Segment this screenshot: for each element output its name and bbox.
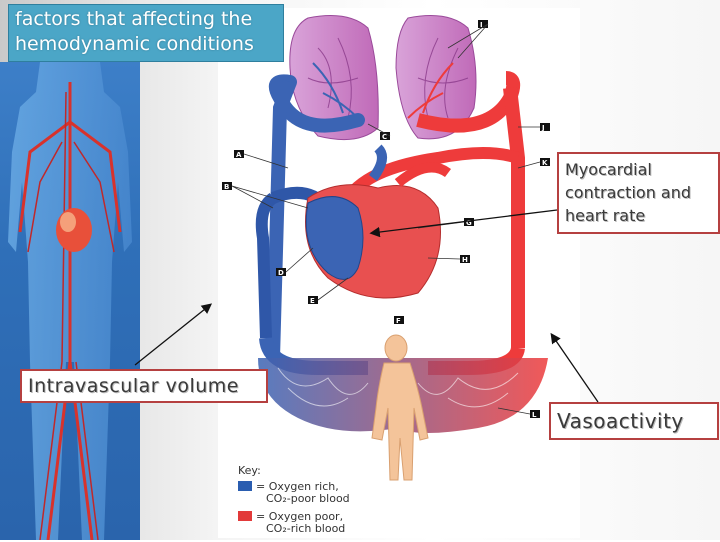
callout-vasoactivity: Vasoactivity [549,402,719,440]
label-e: E [310,297,315,305]
label-g: G [466,219,472,227]
label-i: I [480,21,483,29]
label-b: B [224,183,229,191]
key-red-swatch [238,511,252,521]
label-l: L [532,411,537,419]
circulation-svg: I J C A K B G H D E F L [222,15,550,535]
diagram-labels: I J C A K B G H D E F L [222,20,550,419]
label-a: A [236,151,242,159]
arrow-vasoactivity [550,332,599,403]
legend-key: Key: = Oxygen rich, CO₂-poor blood = Oxy… [238,464,350,535]
page-title: factors that affecting the hemodynamic c… [8,4,284,62]
body-illustration-panel [0,62,140,540]
person-figure-icon [371,334,429,481]
human-body-icon [8,62,132,540]
key-red-line2: CO₂-rich blood [266,522,345,535]
key-blue-line1: = Oxygen rich, [256,480,339,493]
key-blue-line2: CO₂-poor blood [266,492,350,505]
label-k: K [542,159,548,167]
arrow-volume [134,303,213,366]
label-j: J [541,124,545,132]
callout-myocardial: Myocardial contraction and heart rate [557,152,720,234]
label-c: C [382,133,387,141]
key-red-line1: = Oxygen poor, [256,510,343,523]
key-blue-swatch [238,481,252,491]
key-title: Key: [238,464,261,477]
label-d: D [278,269,284,277]
callout-volume: Intravascular volume [20,369,268,403]
label-h: H [462,256,468,264]
label-f: F [396,317,401,325]
arrow-myocardial [369,209,558,238]
circulation-diagram: I J C A K B G H D E F L [218,8,580,538]
